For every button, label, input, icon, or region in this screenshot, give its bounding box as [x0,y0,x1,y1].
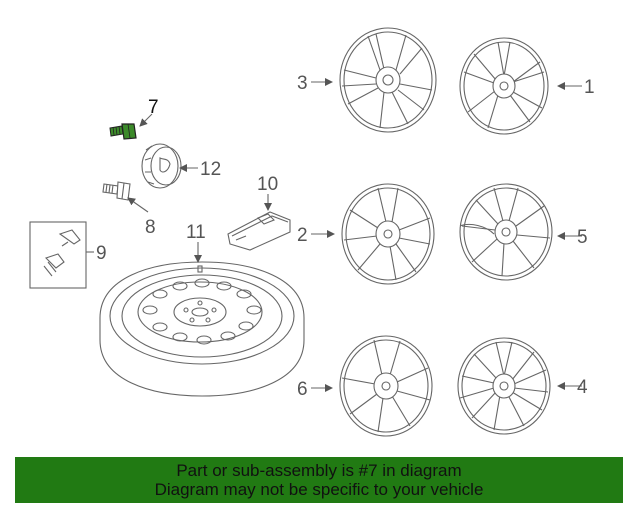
wheel-6[interactable] [339,335,433,437]
banner-line-1: Part or sub-assembly is #7 in diagram [176,461,462,480]
wheel-5[interactable] [459,183,553,281]
callout-9: 9 [96,243,107,264]
wheel-1[interactable] [459,37,549,135]
callout-3: 3 [297,73,308,94]
wheel-3[interactable] [339,27,437,133]
callout-7: 7 [148,97,159,118]
wheel-4[interactable] [457,337,551,435]
part-10-tpms-sensor[interactable] [227,211,291,251]
leader-7 [139,113,153,127]
banner-line-2: Diagram may not be specific to your vehi… [154,480,484,499]
leader-8 [127,197,149,213]
callout-8: 8 [145,217,156,238]
callout-11: 11 [186,222,206,243]
part-7-wheel-bolt[interactable] [109,123,137,140]
part-12-center-cap[interactable] [141,143,182,189]
part-9-valve-stem[interactable] [29,221,87,289]
callout-4: 4 [577,377,588,398]
callout-1: 1 [584,77,595,98]
callout-5: 5 [577,227,588,248]
callout-12: 12 [200,159,221,180]
callout-6: 6 [297,379,308,400]
part-8-lug-bolt[interactable] [102,181,131,201]
callout-10: 10 [257,174,278,195]
parts-diagram: 3 1 2 5 6 4 7 12 8 9 10 11 [29,27,595,437]
info-banner: Part or sub-assembly is #7 in diagram Di… [15,457,623,503]
callout-2: 2 [297,225,308,246]
wheel-2[interactable] [341,183,435,285]
spare-wheel-11[interactable] [99,261,305,397]
